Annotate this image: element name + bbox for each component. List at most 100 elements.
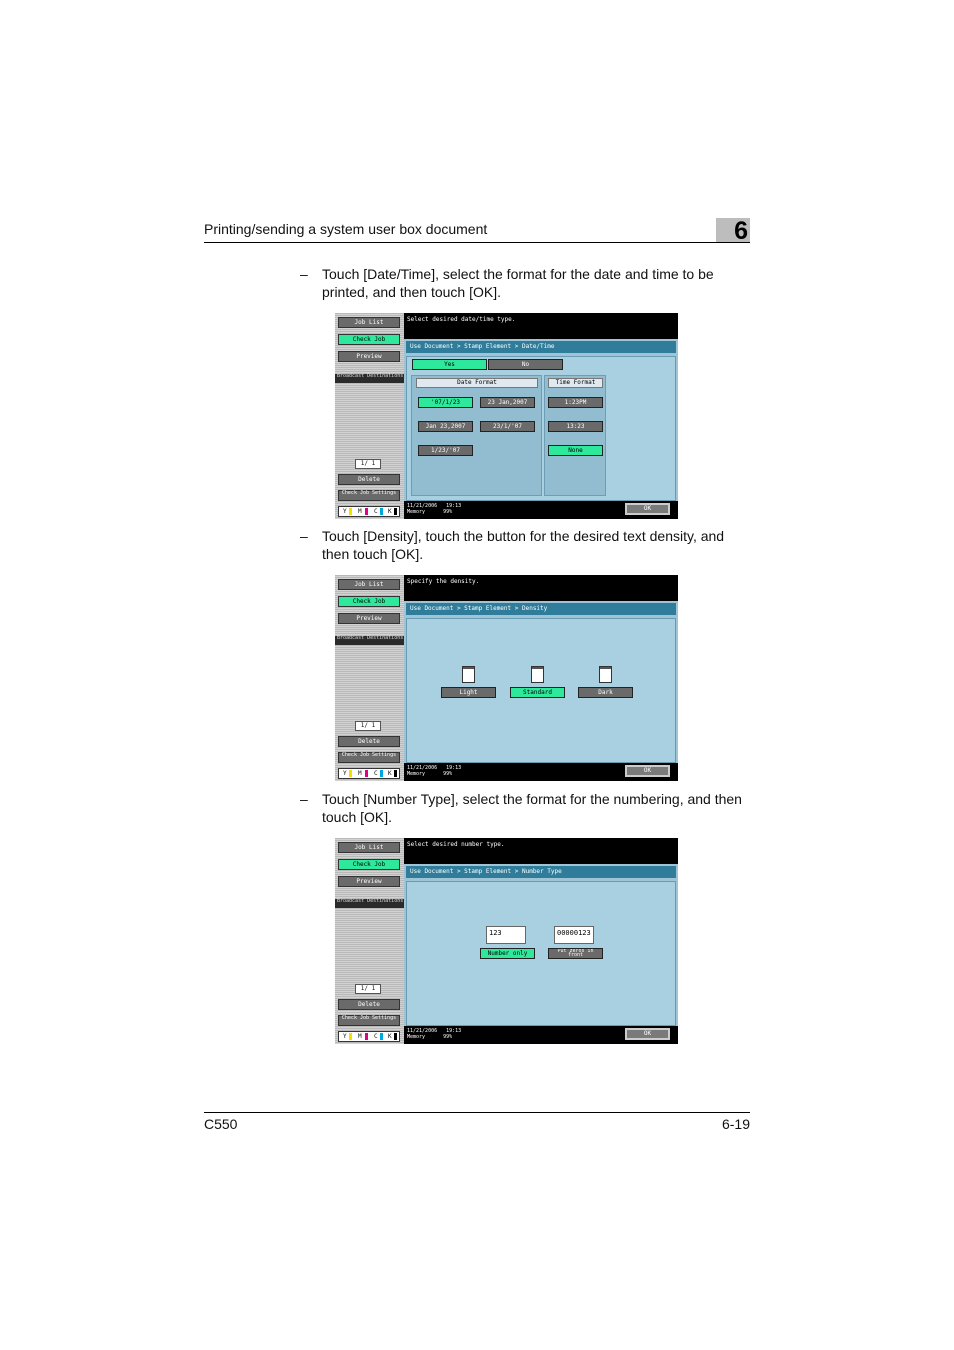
date-format-option[interactable]: 23/1/'07 bbox=[480, 421, 535, 432]
time-format-option[interactable]: 13:23 bbox=[548, 421, 603, 432]
page-counter: 1/ 1 bbox=[355, 721, 381, 731]
toner-c: C bbox=[374, 770, 378, 777]
job-list-button[interactable]: Job List bbox=[338, 579, 400, 590]
date-time-memory: 11/21/2006 19:13 Memory 99% bbox=[407, 765, 461, 777]
screenshot-number-type: Job List Check Job Preview Broadcast Des… bbox=[335, 838, 678, 1044]
breadcrumb: Use Document > Stamp Element > Date/Time bbox=[406, 341, 676, 353]
status-time: 19:13 bbox=[446, 765, 462, 771]
breadcrumb: Use Document > Stamp Element > Density bbox=[406, 603, 676, 615]
destinations-strip: Broadcast Destinations bbox=[335, 899, 404, 908]
memory-label: Memory bbox=[407, 1034, 426, 1040]
status-date: 11/21/2006 bbox=[407, 1028, 438, 1034]
step-dash: – bbox=[300, 266, 308, 282]
status-date: 11/21/2006 bbox=[407, 765, 438, 771]
screen-message: Select desired date/time type. bbox=[407, 316, 516, 323]
status-time: 19:13 bbox=[446, 503, 462, 509]
date-format-option[interactable]: 23 Jan,2007 bbox=[480, 397, 535, 408]
step-dash: – bbox=[300, 528, 308, 544]
no-button[interactable]: No bbox=[488, 359, 563, 370]
screenshot-density: Job List Check Job Preview Broadcast Des… bbox=[335, 575, 678, 781]
step-text: Touch [Date/Time], select the format for… bbox=[322, 266, 714, 300]
toner-k: K bbox=[388, 1033, 392, 1040]
delete-button[interactable]: Delete bbox=[338, 999, 400, 1010]
message-bar: Specify the density. bbox=[404, 575, 678, 601]
step-dash: – bbox=[300, 791, 308, 807]
time-format-option[interactable]: 1:23PM bbox=[548, 397, 603, 408]
toner-m: M bbox=[358, 1033, 362, 1040]
settings-area: 123 00000123 Number only Put zeros in fr… bbox=[406, 881, 676, 1026]
page-counter: 1/ 1 bbox=[355, 459, 381, 469]
toner-indicator: Y M C K bbox=[338, 1031, 400, 1042]
yes-button[interactable]: Yes bbox=[412, 359, 487, 370]
number-only-button[interactable]: Number only bbox=[480, 948, 535, 959]
preview-button[interactable]: Preview bbox=[338, 351, 400, 362]
settings-area: Yes No Date Format '07/1/23 23 Jan,2007 … bbox=[406, 356, 676, 501]
time-format-option[interactable]: None bbox=[548, 445, 603, 456]
chapter-number: 6 bbox=[716, 218, 750, 244]
status-date: 11/21/2006 bbox=[407, 503, 438, 509]
put-zeros-button[interactable]: Put zeros in front bbox=[548, 948, 603, 959]
delete-button[interactable]: Delete bbox=[338, 474, 400, 485]
left-panel: Job List Check Job Preview Broadcast Des… bbox=[335, 575, 404, 781]
screen-message: Specify the density. bbox=[407, 578, 480, 585]
date-format-option[interactable]: '07/1/23 bbox=[418, 397, 473, 408]
check-job-settings-button[interactable]: Check Job Settings bbox=[338, 1015, 400, 1026]
dark-density-icon bbox=[599, 666, 612, 683]
toner-y: Y bbox=[343, 770, 347, 777]
memory-value: 99% bbox=[443, 771, 453, 777]
time-format-label: Time Format bbox=[548, 378, 603, 388]
memory-value: 99% bbox=[443, 509, 453, 515]
footer-model: C550 bbox=[204, 1116, 238, 1132]
destinations-strip: Broadcast Destinations bbox=[335, 374, 404, 383]
ok-button[interactable]: OK bbox=[625, 765, 670, 777]
standard-density-icon bbox=[531, 666, 544, 683]
ok-button[interactable]: OK bbox=[625, 1028, 670, 1040]
date-format-option[interactable]: Jan 23,2007 bbox=[418, 421, 473, 432]
breadcrumb-text: Use Document > Stamp Element > Density bbox=[410, 605, 548, 612]
date-format-option[interactable]: 1/23/'07 bbox=[418, 445, 473, 456]
message-bar: Select desired number type. bbox=[404, 838, 678, 864]
header-rule bbox=[204, 242, 750, 243]
toner-indicator: Y M C K bbox=[338, 506, 400, 517]
job-list-button[interactable]: Job List bbox=[338, 317, 400, 328]
status-bar: 11/21/2006 19:13 Memory 99% OK bbox=[404, 501, 678, 519]
status-bar: 11/21/2006 19:13 Memory 99% OK bbox=[404, 1026, 678, 1044]
date-time-memory: 11/21/2006 19:13 Memory 99% bbox=[407, 503, 461, 515]
date-time-memory: 11/21/2006 19:13 Memory 99% bbox=[407, 1028, 461, 1040]
light-button[interactable]: Light bbox=[441, 687, 496, 698]
instruction-step-1: – Touch [Date/Time], select the format f… bbox=[300, 266, 752, 302]
footer-page-number: 6-19 bbox=[721, 1116, 750, 1132]
preview-button[interactable]: Preview bbox=[338, 876, 400, 887]
preview-button[interactable]: Preview bbox=[338, 613, 400, 624]
left-panel: Job List Check Job Preview Broadcast Des… bbox=[335, 313, 404, 519]
check-job-button[interactable]: Check Job bbox=[338, 596, 400, 607]
job-list-button[interactable]: Job List bbox=[338, 842, 400, 853]
number-only-sample: 123 bbox=[486, 926, 526, 944]
dark-button[interactable]: Dark bbox=[578, 687, 633, 698]
check-job-settings-button[interactable]: Check Job Settings bbox=[338, 752, 400, 763]
toner-indicator: Y M C K bbox=[338, 768, 400, 779]
page-counter: 1/ 1 bbox=[355, 984, 381, 994]
toner-m: M bbox=[358, 770, 362, 777]
left-panel: Job List Check Job Preview Broadcast Des… bbox=[335, 838, 404, 1044]
breadcrumb-text: Use Document > Stamp Element > Date/Time bbox=[410, 343, 555, 350]
toner-k: K bbox=[388, 770, 392, 777]
instruction-step-2: – Touch [Density], touch the button for … bbox=[300, 528, 752, 564]
memory-value: 99% bbox=[443, 1034, 453, 1040]
zeros-sample: 00000123 bbox=[554, 926, 594, 944]
time-format-group: Time Format 1:23PM 13:23 None bbox=[544, 375, 606, 496]
standard-button[interactable]: Standard bbox=[510, 687, 565, 698]
screenshot-date-time: Job List Check Job Preview Broadcast Des… bbox=[335, 313, 678, 519]
date-format-group: Date Format '07/1/23 23 Jan,2007 Jan 23,… bbox=[411, 375, 542, 496]
check-job-settings-button[interactable]: Check Job Settings bbox=[338, 490, 400, 501]
check-job-button[interactable]: Check Job bbox=[338, 859, 400, 870]
toner-y: Y bbox=[343, 1033, 347, 1040]
ok-button[interactable]: OK bbox=[625, 503, 670, 515]
delete-button[interactable]: Delete bbox=[338, 736, 400, 747]
check-job-button[interactable]: Check Job bbox=[338, 334, 400, 345]
step-text: Touch [Number Type], select the format f… bbox=[322, 791, 742, 825]
breadcrumb: Use Document > Stamp Element > Number Ty… bbox=[406, 866, 676, 878]
message-bar: Select desired date/time type. bbox=[404, 313, 678, 339]
settings-area: Light Standard Dark bbox=[406, 618, 676, 763]
toner-c: C bbox=[374, 1033, 378, 1040]
